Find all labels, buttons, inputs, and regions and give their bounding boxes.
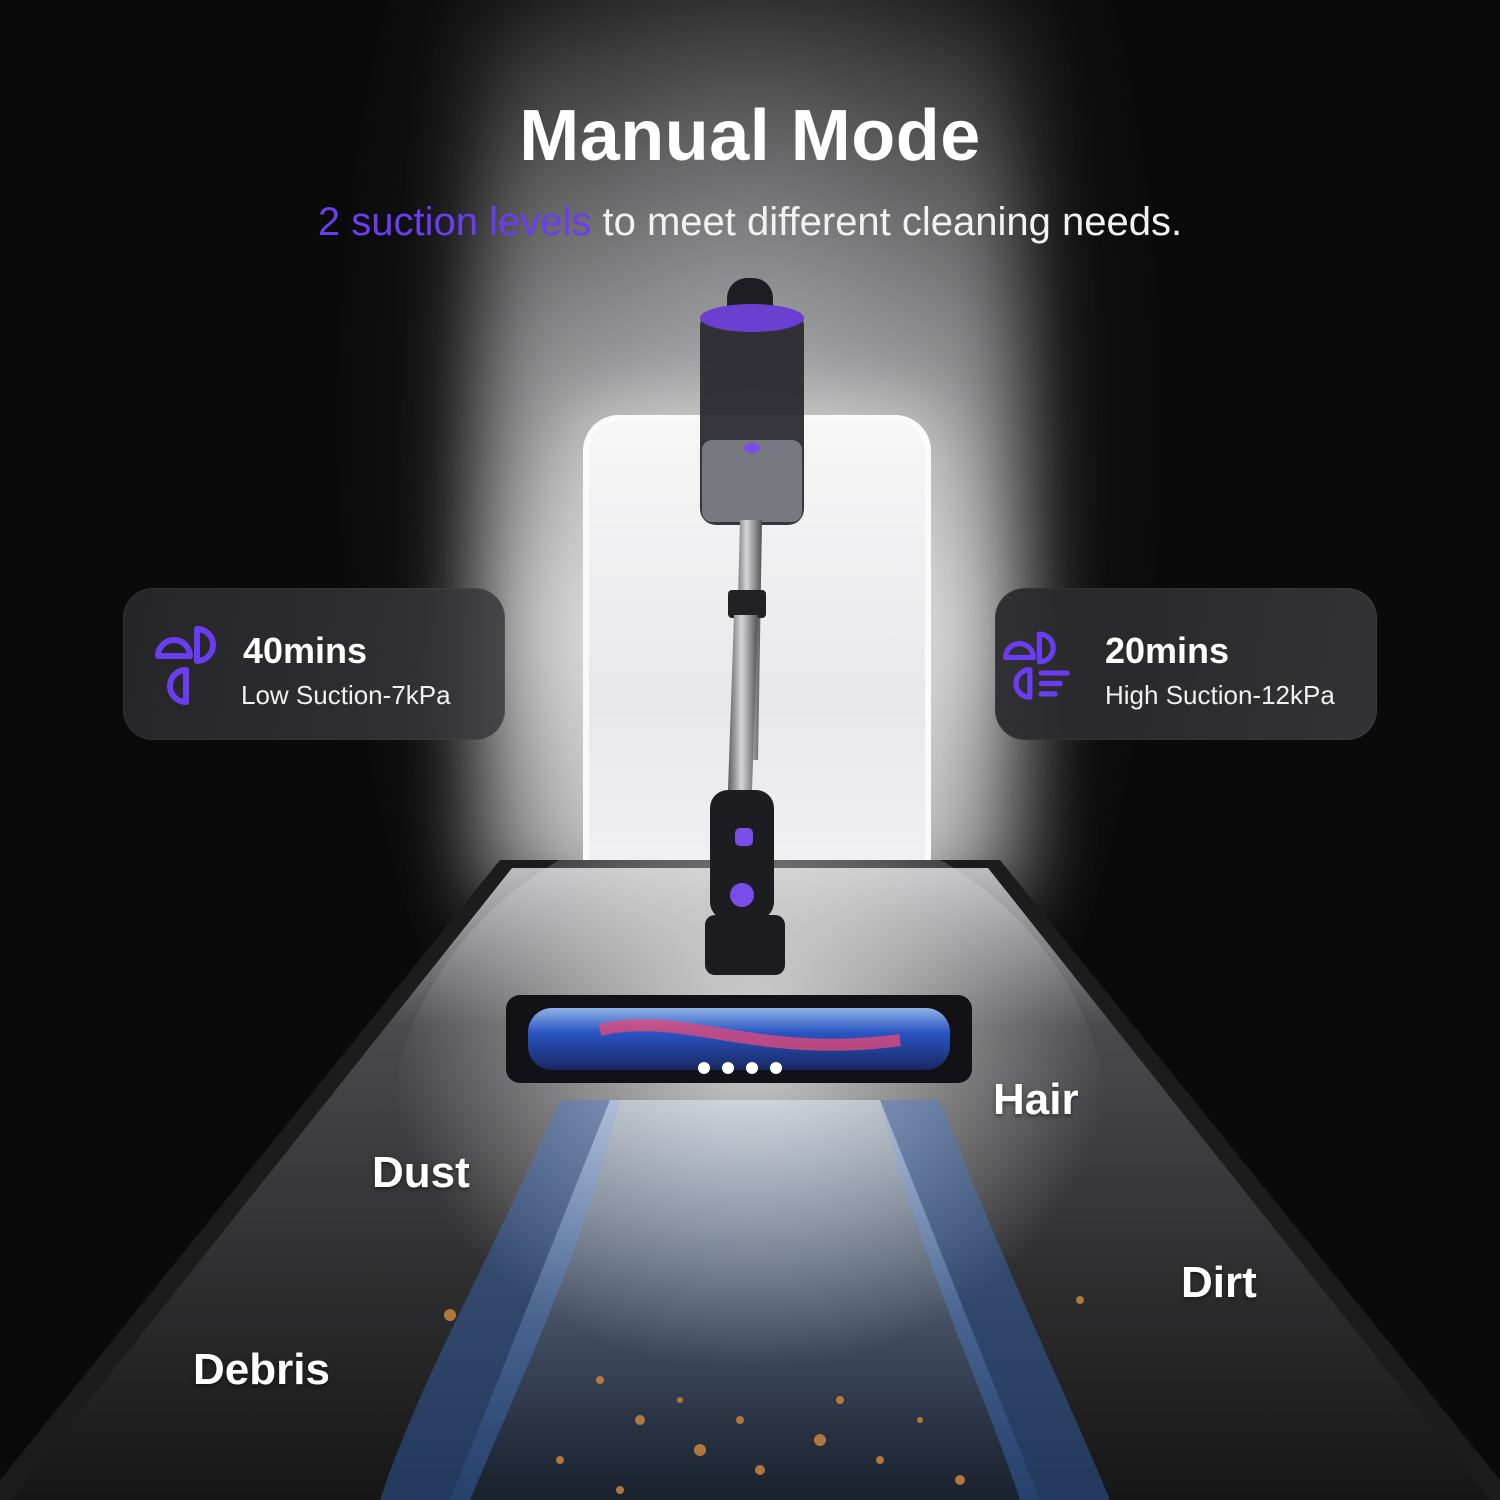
subtitle-accent: 2 suction levels [317,200,592,244]
fan-high-icon [1003,631,1070,700]
runtime-value: 20mins [1105,630,1230,671]
low-suction-card: 40mins Low Suction-7kPa [123,588,505,740]
floor-corridor [0,860,1500,1500]
suction-description: High Suction-12kPa [1105,680,1335,710]
label-debris: Debris [193,1345,330,1394]
fan-low-icon [155,626,216,705]
page-title: Manual Mode [519,96,981,176]
page-subtitle: 2 suction levels to meet different clean… [0,200,1500,245]
label-hair: Hair [993,1075,1079,1124]
subtitle-text: to meet different cleaning needs. [591,200,1183,244]
lit-doorway [583,415,931,895]
label-dust: Dust [372,1148,470,1197]
suction-description: Low Suction-7kPa [241,680,451,710]
label-dirt: Dirt [1181,1258,1257,1307]
runtime-value: 40mins [243,630,368,671]
high-suction-card: 20mins High Suction-12kPa [995,588,1377,740]
